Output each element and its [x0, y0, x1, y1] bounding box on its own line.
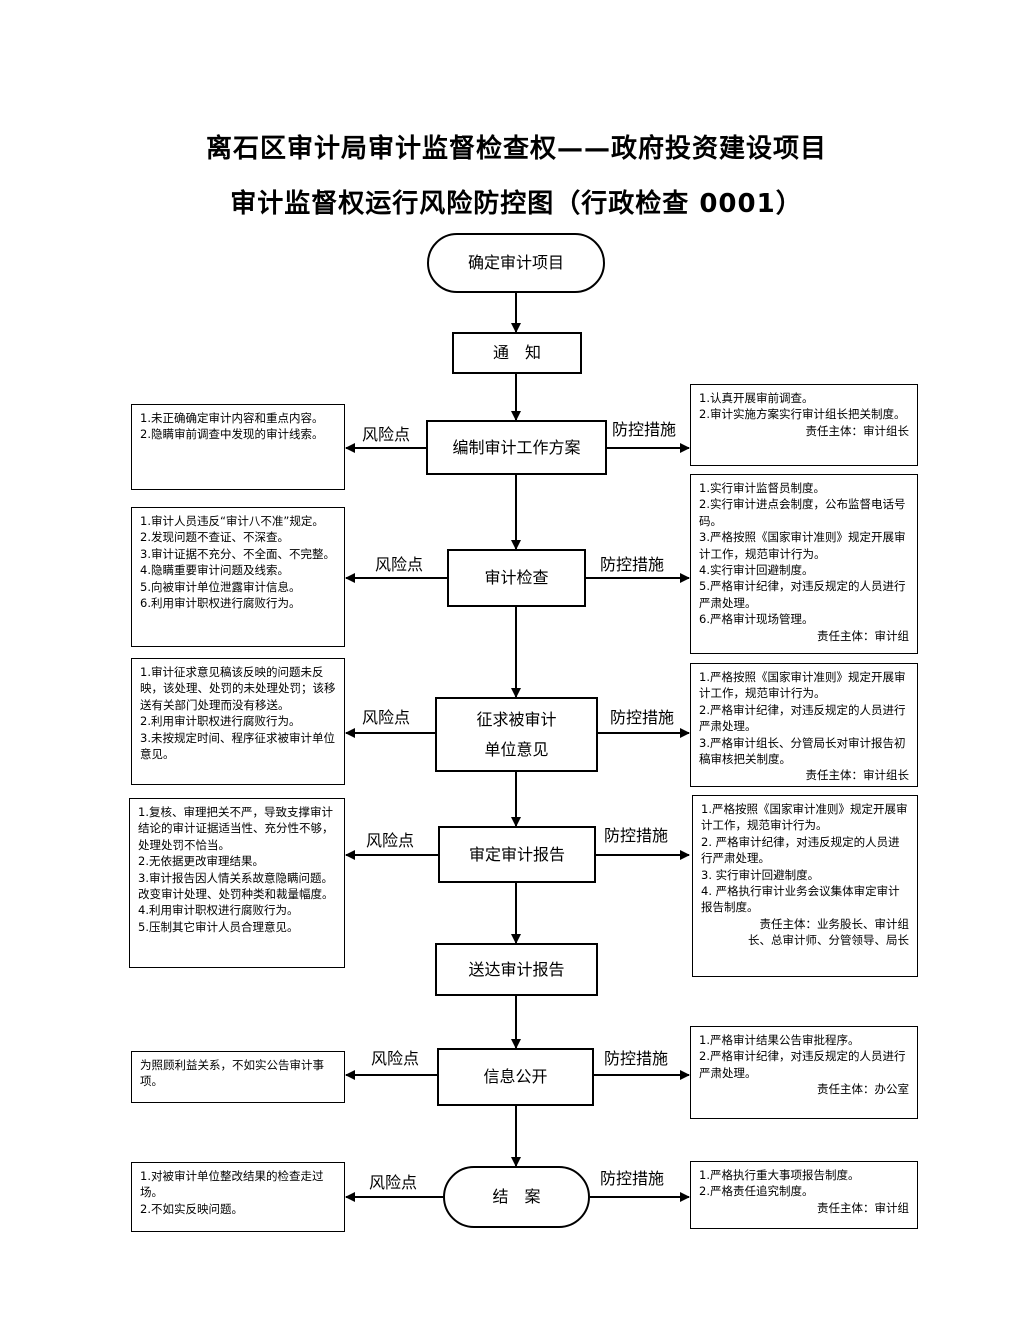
control-label-4: 防控措施 — [600, 555, 665, 574]
risk-box-work-plan: 1.未正确确定审计内容和重点内容。 2.隐瞒审前调查中发现的审计线索。 — [131, 404, 345, 490]
control-owner: 责任主体：办公室 — [817, 1082, 909, 1097]
control-item: 1.严格执行重大事项报告制度。 — [699, 1168, 860, 1182]
page-title-line1: 离石区审计局审计监督检查权——政府投资建设项目 — [205, 134, 827, 164]
risk-label-3: 风险点 — [362, 425, 411, 444]
control-item: 2.实行审计进点会制度，公布监督电话号码。 — [699, 497, 906, 528]
step-notice: 通 知 — [452, 332, 582, 374]
risk-item: 2.发现问题不查证、不深查。 — [140, 530, 289, 545]
control-item: 2.严格审计纪律，对违反规定的人员进行严肃处理。 — [699, 702, 906, 734]
risk-item: 1.未正确确定审计内容和重点内容。 — [140, 411, 324, 425]
control-owner: 责任主体：审计组长 — [805, 423, 910, 438]
control-item: 5.严格审计纪律，对违反规定的人员进行严肃处理。 — [699, 579, 906, 610]
step-close-case: 结 案 — [443, 1166, 590, 1228]
risk-item: 3.未按规定时间、程序征求被审计单位意见。 — [140, 730, 335, 762]
control-box-info-disclosure: 1.严格审计结果公告审批程序。 2.严格审计纪律，对违反规定的人员进行严肃处理。… — [690, 1026, 918, 1119]
step-solicit-opinion: 征求被审计 单位意见 — [435, 697, 598, 772]
risk-item: 为照顾利益关系，不如实公告审计事项。 — [140, 1058, 324, 1089]
control-item: 1.实行审计监督员制度。 — [699, 481, 825, 495]
risk-label-9: 风险点 — [369, 1173, 418, 1192]
control-box-work-plan: 1.认真开展审前调查。 2.审计实施方案实行审计组长把关制度。 责任主体：审计组… — [690, 384, 918, 466]
control-item: 2.严格责任追究制度。 — [699, 1184, 814, 1199]
step-solicit-opinion-line2: 单位意见 — [484, 739, 549, 759]
risk-item: 2.无依据更改审理结果。 — [138, 854, 264, 869]
risk-item: 4.利用审计职权进行腐败行为。 — [138, 903, 299, 918]
control-box-solicit-opinion: 1.严格按照《国家审计准则》规定开展审计工作，规范审计行为。 2.严格审计纪律，… — [690, 663, 918, 787]
control-owner: 责任主体：业务股长、审计组长、总审计师、分管领导、局长 — [748, 916, 909, 948]
risk-item: 5.向被审计单位泄露审计信息。 — [140, 579, 301, 594]
control-owner: 责任主体：审计组 — [817, 628, 909, 643]
risk-item: 1.对被审计单位整改结果的检查走过场。 — [140, 1169, 324, 1200]
control-label-5: 防控措施 — [610, 708, 675, 727]
control-item: 1.认真开展审前调查。 — [699, 391, 814, 405]
control-label-6: 防控措施 — [604, 826, 669, 845]
step-info-disclosure: 信息公开 — [437, 1048, 594, 1106]
risk-item: 2.利用审计职权进行腐败行为。 — [140, 714, 301, 729]
control-item: 2.审计实施方案实行审计组长把关制度。 — [699, 407, 906, 422]
control-label-8: 防控措施 — [604, 1049, 669, 1068]
risk-item: 5.压制其它审计人员合理意见。 — [138, 919, 299, 934]
risk-label-6: 风险点 — [366, 831, 415, 850]
control-item: 3. 实行审计回避制度。 — [701, 867, 820, 882]
step-solicit-opinion-line1: 征求被审计 — [476, 709, 557, 729]
control-box-close-case: 1.严格执行重大事项报告制度。 2.严格责任追究制度。 责任主体：审计组 — [690, 1161, 918, 1229]
control-item: 3.严格审计组长、分管局长对审计报告初稿审核把关制度。 — [699, 735, 906, 767]
step-deliver-report: 送达审计报告 — [435, 943, 598, 996]
control-label-9: 防控措施 — [600, 1169, 665, 1188]
risk-item: 4.隐瞒重要审计问题及线索。 — [140, 563, 289, 578]
risk-box-info-disclosure: 为照顾利益关系，不如实公告审计事项。 — [131, 1051, 345, 1103]
control-item: 1.严格审计结果公告审批程序。 — [699, 1033, 860, 1047]
risk-item: 6.利用审计职权进行腐败行为。 — [140, 596, 301, 611]
risk-item: 1.审计征求意见稿该反映的问题未反映，该处理、处罚的未处理处罚；该移送有关部门处… — [140, 665, 336, 712]
step-audit-inspection: 审计检查 — [447, 549, 586, 607]
risk-item: 2.不如实反映问题。 — [140, 1201, 243, 1216]
control-owner: 责任主体：审计组长 — [805, 768, 910, 783]
control-box-review-report: 1.严格按照《国家审计准则》规定开展审计工作，规范审计行为。 2. 严格审计纪律… — [692, 795, 918, 977]
risk-box-review-report: 1.复核、审理把关不严，导致支撑审计结论的审计证据适当性、充分性不够，处理处罚不… — [129, 798, 345, 968]
risk-label-8: 风险点 — [371, 1049, 420, 1068]
risk-label-5: 风险点 — [362, 708, 411, 727]
risk-item: 2.隐瞒审前调查中发现的审计线索。 — [140, 427, 324, 442]
step-work-plan: 编制审计工作方案 — [426, 420, 607, 475]
step-confirm-project: 确定审计项目 — [427, 233, 605, 293]
risk-item: 1.复核、审理把关不严，导致支撑审计结论的审计证据适当性、充分性不够，处理处罚不… — [138, 805, 334, 852]
control-item: 2.严格审计纪律，对违反规定的人员进行严肃处理。 — [699, 1049, 906, 1080]
step-review-report: 审定审计报告 — [438, 826, 596, 883]
control-box-inspection: 1.实行审计监督员制度。 2.实行审计进点会制度，公布监督电话号码。 3.严格按… — [690, 474, 918, 654]
risk-item: 3.审计报告因人情关系故意隐瞒问题。改变审计处理、处罚种类和裁量幅度。 — [138, 870, 334, 902]
control-item: 3.严格按照《国家审计准则》规定开展审计工作，规范审计行为。 — [699, 530, 906, 561]
control-item: 2. 严格审计纪律，对违反规定的人员进行严肃处理。 — [701, 834, 900, 866]
risk-box-inspection: 1.审计人员违反“审计八不准”规定。 2.发现问题不查证、不深查。 3.审计证据… — [131, 507, 345, 647]
risk-item: 3.审计证据不充分、不全面、不完整。 — [140, 546, 335, 561]
risk-label-4: 风险点 — [375, 555, 424, 574]
control-item: 4. 严格执行审计业务会议集体审定审计报告制度。 — [701, 884, 900, 915]
page-title-line2: 审计监督权运行风险防控图（行政检查 0001） — [230, 189, 803, 219]
control-item: 6.严格审计现场管理。 — [699, 612, 814, 627]
control-item: 1.严格按照《国家审计准则》规定开展审计工作，规范审计行为。 — [701, 802, 908, 833]
risk-item: 1.审计人员违反“审计八不准”规定。 — [140, 514, 324, 528]
risk-box-close-case: 1.对被审计单位整改结果的检查走过场。 2.不如实反映问题。 — [131, 1162, 345, 1232]
control-item: 1.严格按照《国家审计准则》规定开展审计工作，规范审计行为。 — [699, 670, 906, 701]
risk-box-solicit-opinion: 1.审计征求意见稿该反映的问题未反映，该处理、处罚的未处理处罚；该移送有关部门处… — [131, 658, 345, 785]
control-owner: 责任主体：审计组 — [817, 1200, 909, 1215]
control-item: 4.实行审计回避制度。 — [699, 563, 814, 578]
control-label-3: 防控措施 — [612, 420, 677, 439]
